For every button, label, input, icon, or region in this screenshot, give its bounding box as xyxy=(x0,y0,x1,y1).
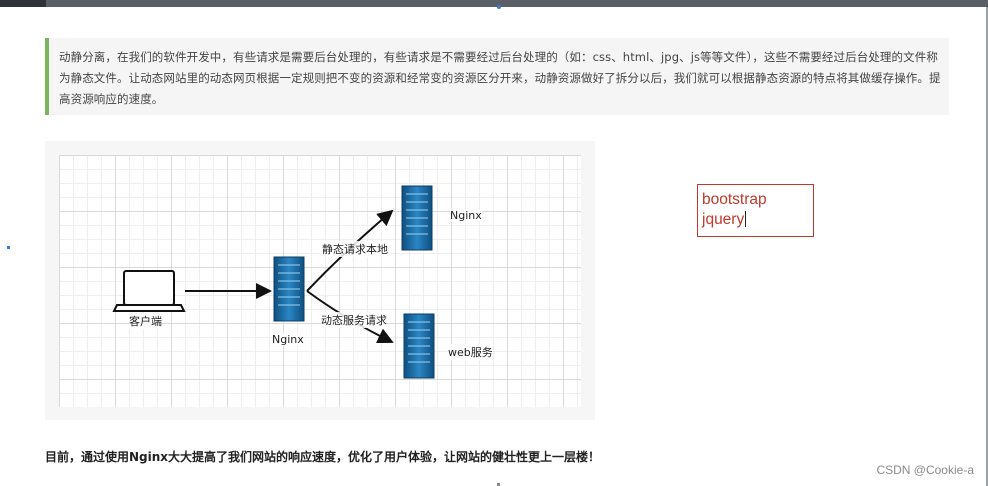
dynamic-route-label: 动态服务请求 xyxy=(321,312,387,328)
right-scroll-rule xyxy=(986,7,988,486)
client-label: 客户端 xyxy=(129,313,162,329)
annotation-line-2-wrap: jquery xyxy=(702,210,813,230)
top-frame-tab xyxy=(0,0,46,7)
resize-handle-top[interactable] xyxy=(497,5,501,9)
annotation-line-1: bootstrap xyxy=(702,191,767,208)
intro-text: 动静分离，在我们的软件开发中，有些请求是需要后台处理的，有些请求是不需要经过后台… xyxy=(59,50,941,106)
intro-blockquote: 动静分离，在我们的软件开发中，有些请求是需要后台处理的，有些请求是不需要经过后台… xyxy=(45,38,949,115)
summary-text: 目前，通过使用Nginx大大提高了我们网站的响应速度，优化了用户体验，让网站的健… xyxy=(45,450,601,464)
annotation-text-box[interactable]: bootstrap jquery xyxy=(697,184,814,237)
web-server-icon xyxy=(403,313,435,379)
static-server-icon xyxy=(401,185,433,251)
resize-handle-left[interactable] xyxy=(7,246,10,249)
web-server-label: web服务 xyxy=(448,344,493,360)
resize-handle-bottom[interactable] xyxy=(497,483,500,486)
text-caret xyxy=(745,211,747,227)
top-frame-border xyxy=(0,0,988,7)
proxy-server-icon xyxy=(273,256,305,322)
annotation-line-2: jquery xyxy=(702,211,745,228)
csdn-watermark: CSDN @Cookie-a xyxy=(876,463,974,477)
laptop-icon xyxy=(112,270,186,312)
static-server-label: Nginx xyxy=(450,209,482,222)
diagram-canvas xyxy=(112,185,435,379)
static-route-label: 静态请求本地 xyxy=(322,241,388,257)
architecture-diagram: 客户端 Nginx Nginx web服务 静态请求本地 动态服务请求 xyxy=(45,141,595,420)
proxy-label: Nginx xyxy=(272,333,304,346)
